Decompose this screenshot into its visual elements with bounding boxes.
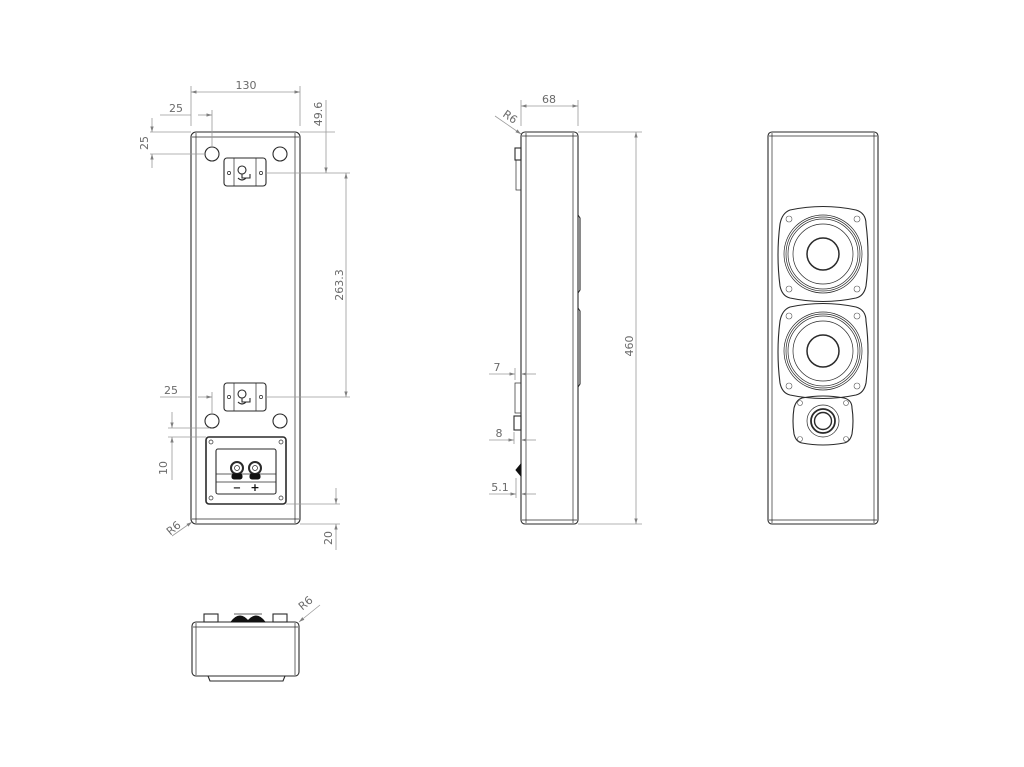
mount-hole-top-left bbox=[204, 146, 220, 162]
tweeter bbox=[792, 395, 854, 446]
rear-view: − + 130 25 25 49.6 263.3 25 bbox=[138, 79, 350, 550]
dim-hole-offset-x-top: 25 bbox=[169, 102, 183, 115]
dim-corner-radius-bottom: R6 bbox=[296, 594, 316, 613]
dim-depth: 68 bbox=[542, 93, 556, 106]
keyhole-bracket-bottom bbox=[223, 382, 267, 412]
dim-bracket-depth-lower: 8 bbox=[496, 427, 503, 440]
front-view bbox=[767, 131, 879, 525]
dim-height: 460 bbox=[623, 336, 636, 357]
bottom-view: R6 bbox=[191, 594, 321, 682]
side-view: 68 R6 460 7 8 5.1 bbox=[489, 93, 642, 525]
dim-terminal-to-bottom: 20 bbox=[322, 531, 335, 545]
dim-terminal-depth: 5.1 bbox=[491, 481, 509, 494]
binding-post-positive bbox=[248, 461, 262, 480]
terminal-label-positive: + bbox=[250, 481, 259, 494]
dim-hole-offset-y-top: 25 bbox=[138, 136, 151, 150]
dim-top-to-bracket: 49.6 bbox=[312, 102, 325, 127]
terminal-label-negative: − bbox=[233, 483, 241, 494]
dim-bracket-depth-upper: 7 bbox=[494, 361, 501, 374]
dim-hole-to-terminal: 10 bbox=[157, 461, 170, 475]
keyhole-bracket-top bbox=[223, 157, 267, 187]
dim-bracket-spacing: 263.3 bbox=[333, 269, 346, 301]
dim-corner-radius-rear: R6 bbox=[164, 519, 184, 538]
dim-overall-width: 130 bbox=[236, 79, 257, 92]
woofer-upper bbox=[777, 205, 869, 303]
dim-corner-radius-side: R6 bbox=[500, 108, 519, 127]
speaker-terminal-plate: − + bbox=[205, 436, 287, 505]
dim-hole-offset-x-bottom: 25 bbox=[164, 384, 178, 397]
mount-hole-bottom-right bbox=[272, 413, 288, 429]
woofer-lower bbox=[777, 302, 869, 400]
binding-post-negative bbox=[230, 461, 244, 480]
mount-hole-bottom-left bbox=[204, 413, 220, 429]
mount-hole-top-right bbox=[272, 146, 288, 162]
